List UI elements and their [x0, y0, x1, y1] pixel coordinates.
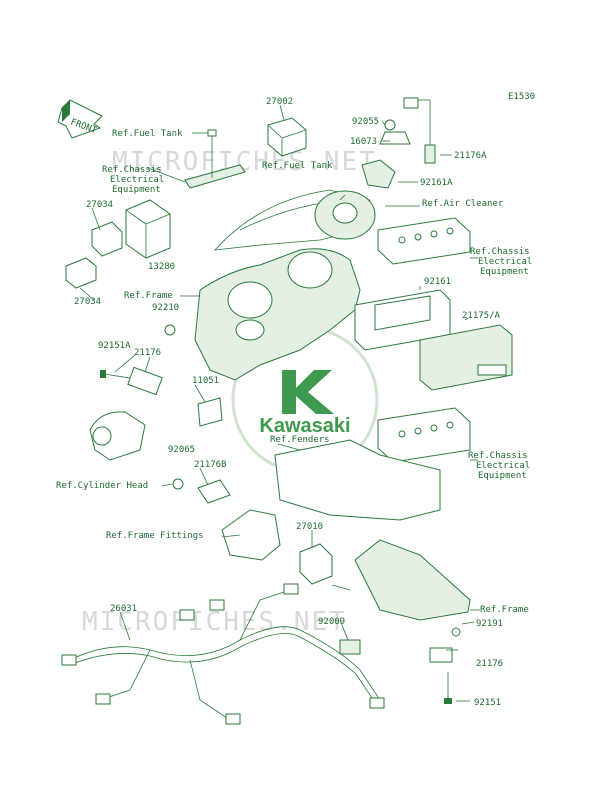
ref-chassis-1a: Ref.Chassis — [102, 165, 162, 175]
watermark-bottom: MICROFICHES.NET — [82, 607, 347, 637]
ref-chassis-1c: Equipment — [112, 185, 161, 195]
connector-27034-top — [91, 221, 123, 257]
ref-frame-fittings: Ref.Frame Fittings — [106, 531, 204, 541]
sensor-21176-right — [429, 627, 461, 704]
ref-cylinder-head: Ref.Cylinder Head — [56, 481, 148, 491]
ref-chassis-2c: Equipment — [480, 267, 529, 277]
label-11051: 11051 — [192, 376, 219, 386]
label-21176-left: 21176 — [134, 348, 161, 358]
ecu-cover-92161 — [354, 289, 451, 351]
label-92009: 92009 — [318, 617, 345, 627]
ref-chassis-3b: Electrical — [476, 461, 530, 471]
label-92151: 92151 — [474, 698, 501, 708]
label-92191: 92191 — [476, 619, 503, 629]
label-27034-top: 27034 — [86, 200, 113, 210]
air-cleaner-cover — [314, 190, 376, 240]
ref-fuel-tank-1: Ref.Fuel Tank — [112, 129, 183, 139]
label-16073: 16073 — [350, 137, 377, 147]
ecu-bracket-top — [377, 217, 471, 265]
label-92065: 92065 — [168, 445, 195, 455]
connector-27034-bottom — [65, 257, 97, 289]
ref-chassis-2a: Ref.Chassis — [470, 247, 530, 257]
label-27002: 27002 — [266, 97, 293, 107]
ref-chassis-2b: Electrical — [478, 257, 532, 267]
ref-frame-1: Ref.Frame — [124, 291, 173, 301]
logo-text: Kawasaki — [259, 415, 350, 437]
sensor-21176B — [197, 479, 231, 504]
sensor-21176-left — [100, 366, 163, 396]
ecu-bracket-bottom — [377, 407, 471, 463]
connector-27002 — [267, 117, 307, 157]
label-92161: 92161 — [424, 277, 451, 287]
frame-fittings — [221, 509, 281, 561]
label-21176A: 21176A — [454, 151, 487, 161]
label-26031: 26031 — [110, 604, 137, 614]
frame-body — [194, 189, 371, 381]
diagram-id: E1530 — [508, 92, 535, 102]
ecu-21175 — [419, 324, 513, 391]
relay-27010 — [299, 543, 351, 591]
ref-chassis-3a: Ref.Chassis — [468, 451, 528, 461]
rear-frame — [354, 539, 471, 621]
grommet-92210 — [164, 324, 176, 336]
washer-92065 — [172, 478, 184, 490]
relay-13280 — [125, 199, 171, 259]
front-arrow-icon: FRONT — [57, 99, 103, 139]
ref-fenders: Ref.Fenders — [270, 435, 330, 445]
label-21176B: 21176B — [194, 460, 227, 470]
label-92055: 92055 — [352, 117, 379, 127]
fender — [274, 439, 441, 521]
ref-fuel-tank-2: Ref.Fuel Tank — [262, 161, 333, 171]
cylinder-head — [89, 411, 146, 461]
leader-lines — [79, 104, 480, 702]
ref-frame-2: Ref.Frame — [480, 605, 529, 615]
ref-air-cleaner: Ref.Air Cleaner — [422, 199, 504, 209]
label-13280: 13280 — [148, 262, 175, 272]
bracket-11051 — [197, 397, 223, 427]
label-92151A: 92151A — [98, 341, 131, 351]
ref-chassis-1b: Electrical — [110, 175, 164, 185]
ref-chassis-3c: Equipment — [478, 471, 527, 481]
label-92210: 92210 — [152, 303, 179, 313]
label-27010: 27010 — [296, 522, 323, 532]
label-21176-right: 21176 — [476, 659, 503, 669]
label-21175A: 21175/A — [462, 311, 501, 321]
label-27034-bottom: 27034 — [74, 297, 101, 307]
kawasaki-logo: Kawasaki — [231, 326, 379, 474]
wire-harness-26031 — [61, 583, 385, 725]
label-92161A: 92161A — [420, 178, 453, 188]
